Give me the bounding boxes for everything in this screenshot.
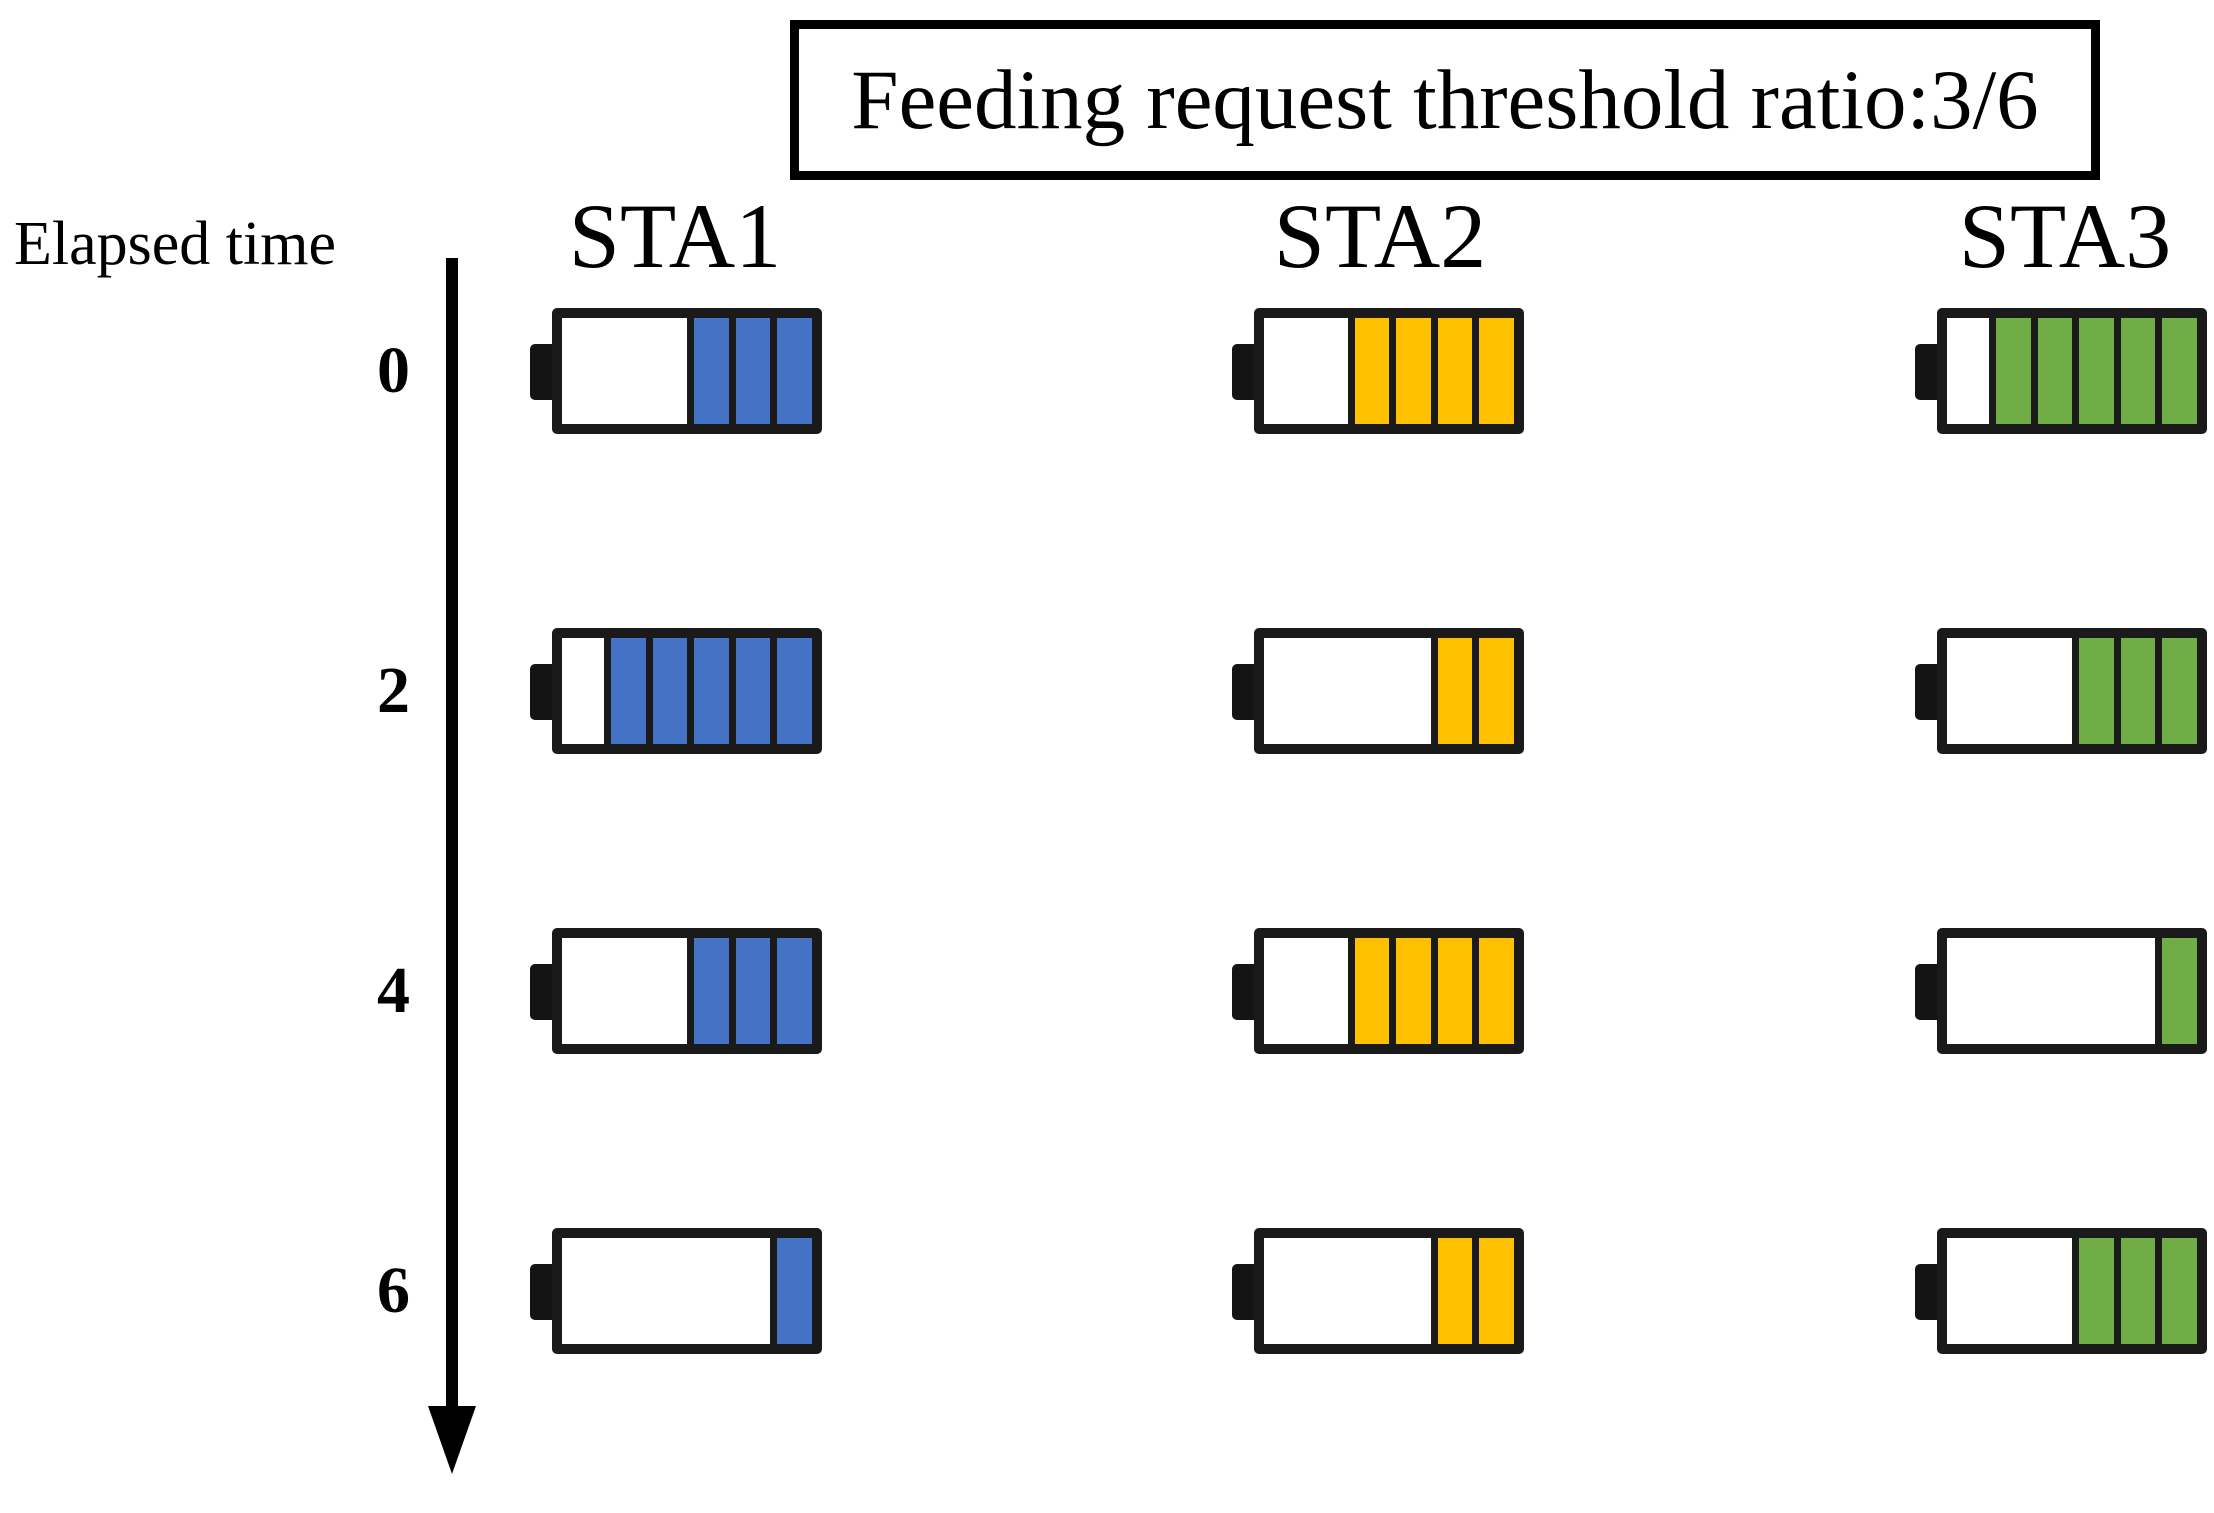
battery-terminal-icon [1915, 664, 1941, 720]
battery-icon [1915, 308, 2207, 434]
battery-segment-filled [1472, 938, 1514, 1044]
battery-body [552, 928, 822, 1054]
battery-body [1937, 628, 2207, 754]
battery-segment-filled [728, 638, 771, 744]
battery-segment-filled [2155, 938, 2197, 1044]
battery-icon [1915, 1228, 2207, 1354]
time-tick-label: 0 [377, 334, 410, 407]
battery-segment-filled [1430, 638, 1473, 744]
battery-icon [1915, 628, 2207, 754]
battery-body [1254, 628, 1524, 754]
battery-segment-filled [645, 638, 688, 744]
battery-segment-filled [2155, 318, 2197, 424]
battery-terminal-icon [1232, 1264, 1258, 1320]
battery-segment-filled [2072, 638, 2114, 744]
battery-terminal-icon [1915, 964, 1941, 1020]
battery-segment-filled [1472, 1238, 1514, 1344]
arrow-down-icon [428, 1406, 476, 1474]
battery-body [1254, 928, 1524, 1054]
battery-segment-filled [1430, 938, 1473, 1044]
battery-terminal-icon [1232, 344, 1258, 400]
battery-icon [530, 308, 822, 434]
title-text: Feeding request threshold ratio:3/6 [851, 52, 2039, 147]
battery-body [1937, 928, 2207, 1054]
battery-segment-filled [687, 938, 729, 1044]
battery-icon [1232, 308, 1524, 434]
battery-segment-filled [770, 638, 812, 744]
battery-segment-filled [2113, 1238, 2156, 1344]
battery-segment-filled [2155, 638, 2197, 744]
battery-body [552, 628, 822, 754]
battery-segment-filled [687, 318, 729, 424]
column-header-sta3: STA3 [1958, 185, 2172, 287]
battery-segment-filled [770, 318, 812, 424]
battery-segment-filled [1347, 318, 1390, 424]
battery-icon [1232, 1228, 1524, 1354]
battery-segment-filled [728, 318, 771, 424]
battery-icon [530, 628, 822, 754]
battery-segment-filled [1430, 1238, 1473, 1344]
elapsed-time-label: Elapsed time [14, 210, 336, 278]
battery-icon [1915, 928, 2207, 1054]
battery-segment-filled [1989, 318, 2031, 424]
battery-body [552, 308, 822, 434]
title-box: Feeding request threshold ratio:3/6 [790, 20, 2100, 180]
battery-body [1937, 308, 2207, 434]
battery-terminal-icon [1915, 1264, 1941, 1320]
battery-segment-filled [2030, 318, 2073, 424]
battery-segment-filled [2113, 318, 2156, 424]
battery-terminal-icon [530, 344, 556, 400]
time-tick-label: 6 [377, 1254, 410, 1327]
battery-terminal-icon [530, 1264, 556, 1320]
battery-segment-filled [2072, 1238, 2114, 1344]
battery-body [1254, 308, 1524, 434]
battery-terminal-icon [1232, 964, 1258, 1020]
battery-terminal-icon [530, 664, 556, 720]
battery-segment-filled [1430, 318, 1473, 424]
battery-terminal-icon [530, 964, 556, 1020]
battery-segment-filled [728, 938, 771, 1044]
axis-line [446, 258, 458, 1423]
battery-terminal-icon [1915, 344, 1941, 400]
column-header-sta1: STA1 [568, 185, 782, 287]
battery-segment-filled [1472, 638, 1514, 744]
battery-segment-filled [770, 1238, 812, 1344]
battery-segment-filled [2113, 638, 2156, 744]
time-tick-label: 4 [377, 954, 410, 1027]
battery-segment-filled [1472, 318, 1514, 424]
battery-segment-filled [1389, 318, 1431, 424]
battery-segment-filled [2155, 1238, 2197, 1344]
battery-segment-filled [687, 638, 729, 744]
battery-icon [1232, 928, 1524, 1054]
time-axis-arrow [428, 258, 476, 1496]
column-header-sta2: STA2 [1273, 185, 1487, 287]
battery-icon [1232, 628, 1524, 754]
battery-terminal-icon [1232, 664, 1258, 720]
battery-segment-filled [1347, 938, 1390, 1044]
battery-body [1937, 1228, 2207, 1354]
battery-icon [530, 928, 822, 1054]
battery-segment-filled [1389, 938, 1431, 1044]
battery-segment-filled [770, 938, 812, 1044]
battery-icon [530, 1228, 822, 1354]
time-tick-label: 2 [377, 654, 410, 727]
battery-body [1254, 1228, 1524, 1354]
battery-segment-filled [604, 638, 646, 744]
battery-segment-filled [2072, 318, 2114, 424]
battery-body [552, 1228, 822, 1354]
